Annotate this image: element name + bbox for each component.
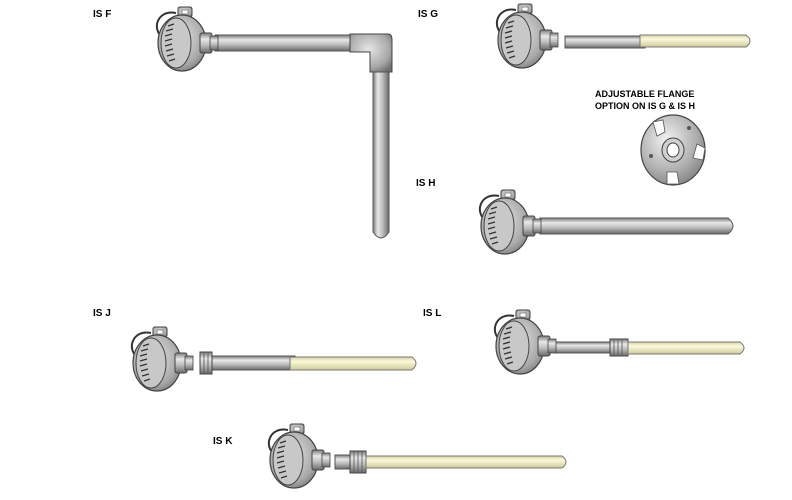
connection-head	[130, 326, 194, 392]
elbow-fitting	[349, 33, 393, 73]
assembly-is-h	[478, 189, 734, 255]
label-is-k: IS K	[213, 436, 233, 447]
assembly-is-j	[130, 326, 417, 392]
connection-head	[493, 309, 557, 375]
connection-head	[267, 423, 331, 489]
assembly-is-k	[267, 423, 567, 489]
threaded-fitting	[609, 338, 629, 357]
sheath-horizontal	[214, 34, 366, 52]
label-is-l: IS L	[423, 308, 442, 319]
sheath-vertical	[372, 71, 390, 239]
adjustable-flange	[640, 114, 706, 186]
flange-note: ADJUSTABLE FLANGE OPTION ON IS G & IS H	[595, 88, 695, 112]
flange-note-line2: OPTION ON IS G & IS H	[595, 101, 696, 111]
assembly-is-l	[493, 309, 745, 375]
sheath-metal-section	[199, 355, 296, 371]
flange-note-line1: ADJUSTABLE FLANGE	[595, 89, 695, 99]
connection-head	[155, 6, 219, 72]
label-is-j: IS J	[93, 308, 111, 319]
label-is-g: IS G	[418, 9, 439, 20]
label-is-h: IS H	[416, 178, 436, 189]
assembly-is-f	[155, 6, 393, 239]
sheath-ceramic	[289, 356, 417, 371]
label-is-f: IS F	[93, 9, 112, 20]
sheath-metal	[539, 217, 734, 235]
sheath-ceramic	[639, 34, 751, 48]
assembly-is-g	[495, 3, 751, 69]
sheath-metal-section	[564, 35, 646, 49]
sheath-metal-section	[554, 341, 616, 354]
fitting-nut	[349, 450, 367, 474]
connection-head	[478, 189, 542, 255]
connection-head	[495, 3, 559, 69]
fitting-nut	[199, 351, 213, 375]
sheath-ceramic	[627, 341, 745, 355]
sheath-ceramic	[365, 455, 567, 469]
